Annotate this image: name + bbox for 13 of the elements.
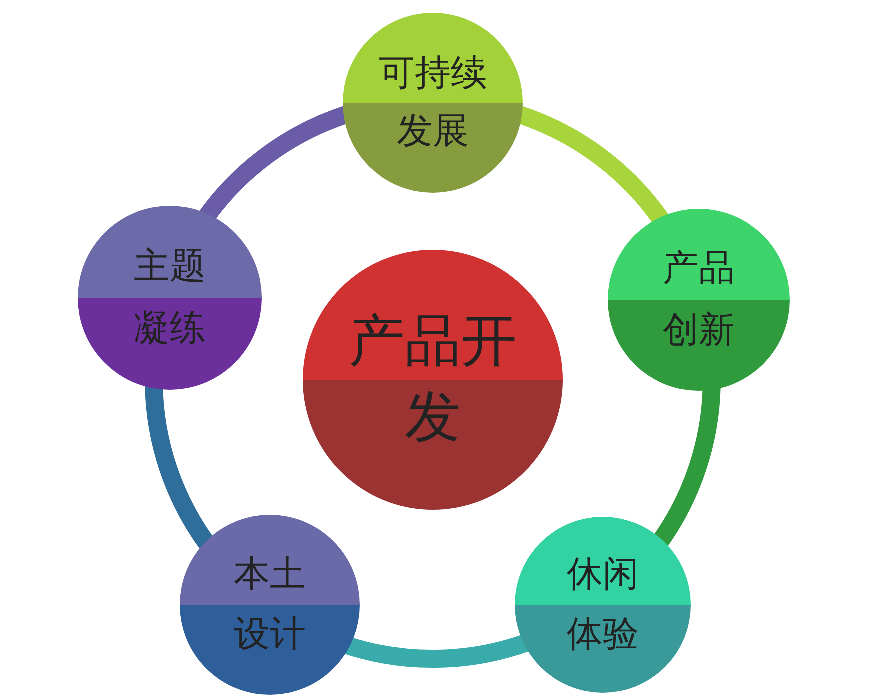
node-label: 休闲体验 <box>566 553 640 657</box>
node-label: 可持续发展 <box>378 52 488 154</box>
node-label: 产品创新 <box>662 247 736 353</box>
circle-node <box>608 209 790 391</box>
circle-node <box>343 13 523 193</box>
node-label: 产品开发 <box>348 308 518 452</box>
ring-arc <box>343 634 530 668</box>
circle-node <box>303 250 563 510</box>
circle-node <box>78 206 262 390</box>
node-label: 主题凝练 <box>133 245 207 351</box>
circle-node <box>180 515 360 695</box>
circle-node <box>515 517 691 693</box>
node-label: 本土设计 <box>233 553 307 657</box>
